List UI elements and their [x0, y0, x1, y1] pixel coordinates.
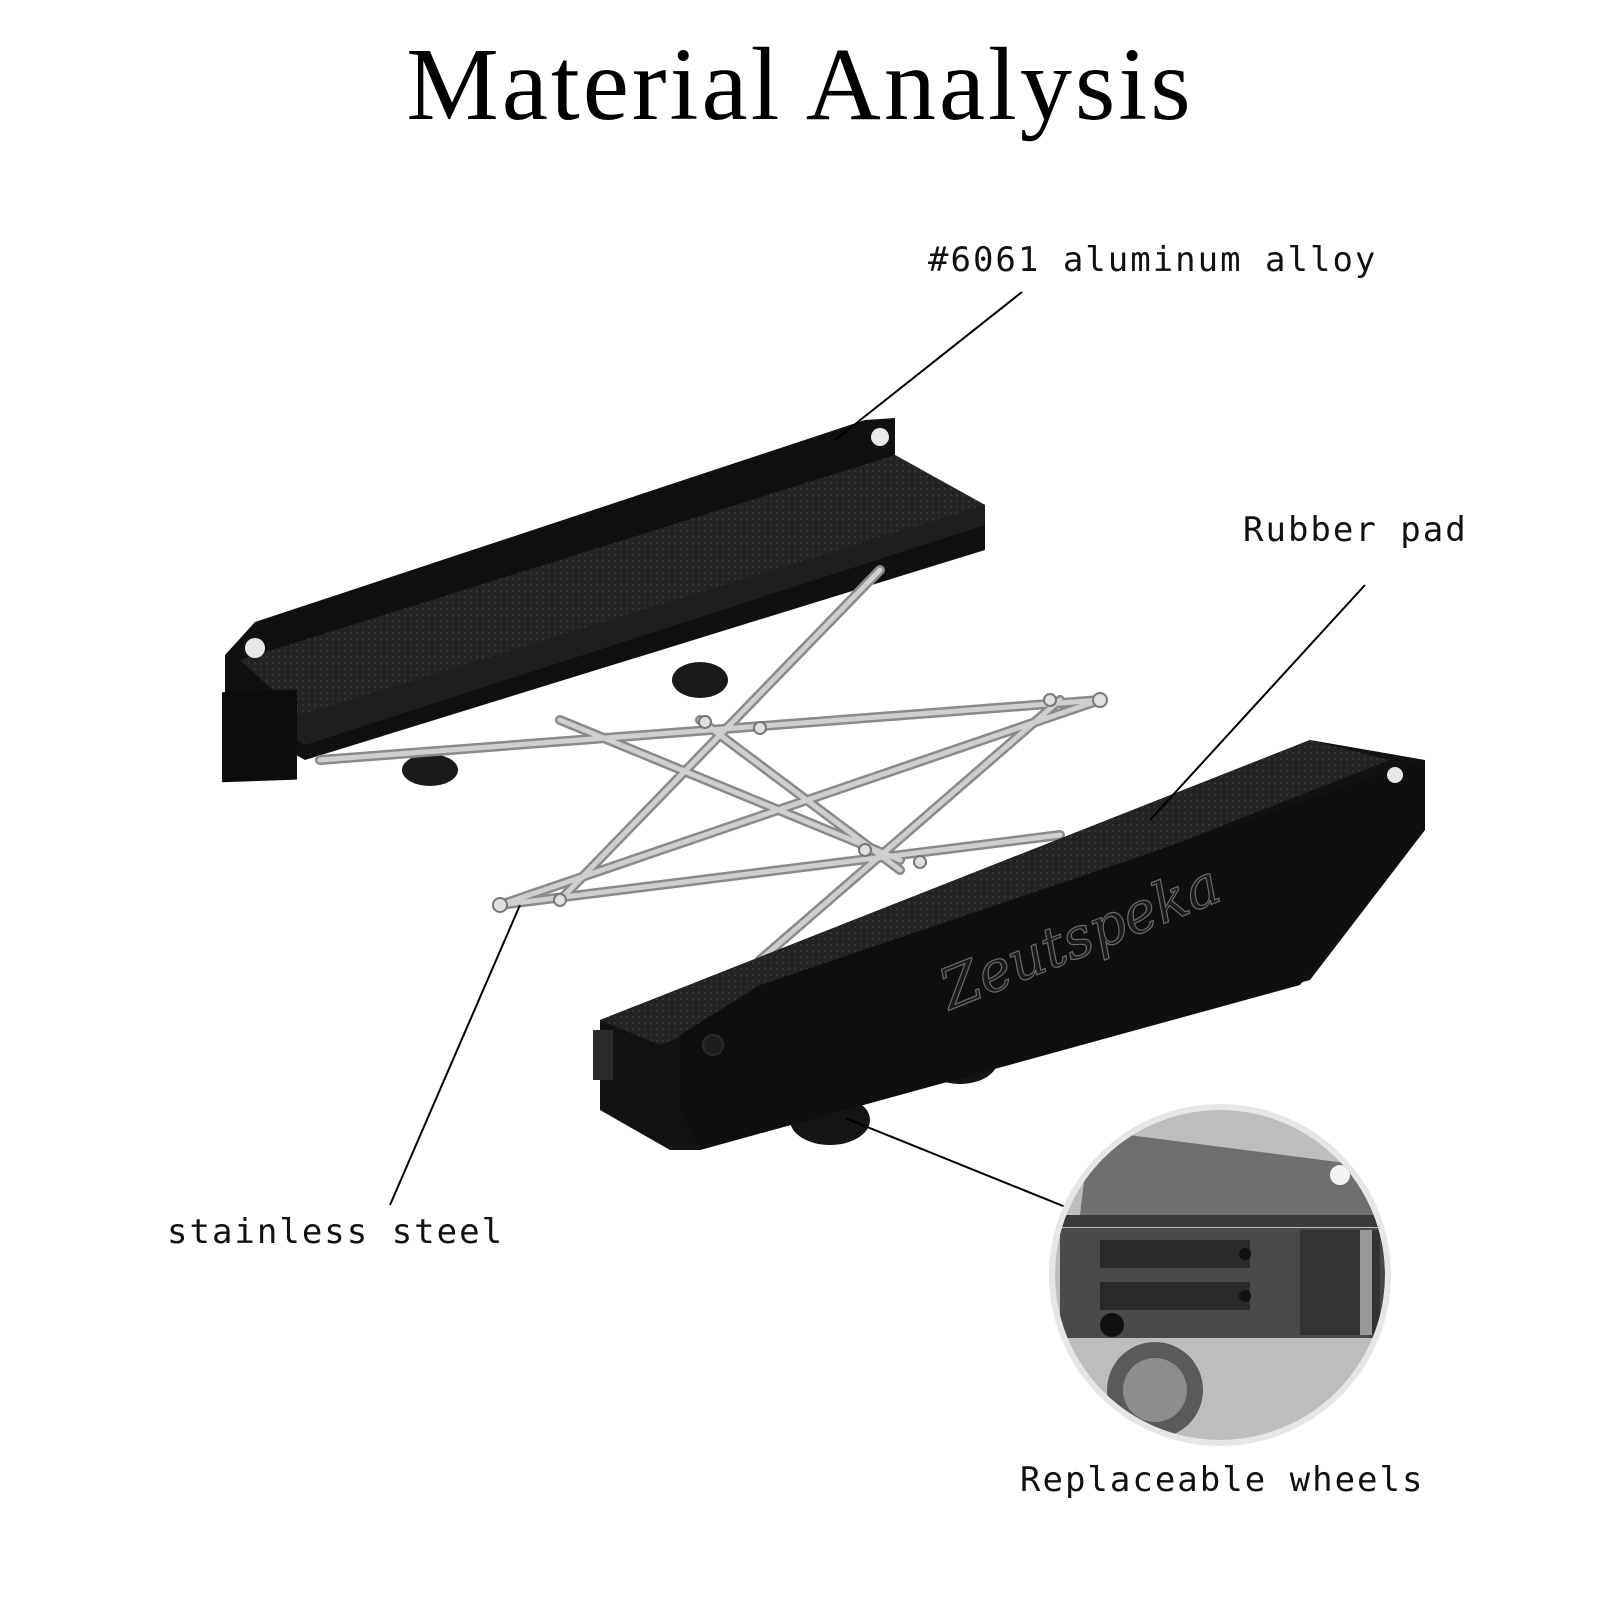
mount-hole-icon [1330, 1165, 1350, 1185]
top-aluminum-bar [222, 418, 985, 786]
bottom-aluminum-bar: Zeutspeka [593, 740, 1425, 1150]
callout-stainless-steel: stainless steel [167, 1212, 505, 1252]
stainless-steel-linkage [315, 565, 1108, 965]
mount-hole-icon [245, 638, 265, 658]
wheel-detail-zoom [1049, 1104, 1391, 1446]
mount-hole-icon [871, 428, 889, 446]
mount-hole-icon [1387, 767, 1403, 783]
callout-aluminum-alloy: #6061 aluminum alloy [928, 240, 1378, 280]
top-rubber-pad [240, 455, 985, 715]
callout-replaceable-wheels: Replaceable wheels [1020, 1460, 1425, 1500]
leader-lines [389, 291, 1366, 1211]
bottom-rubber-pad [600, 740, 1390, 1045]
callout-rubber-pad: Rubber pad [1243, 510, 1468, 550]
page-title: Material Analysis [406, 27, 1194, 142]
